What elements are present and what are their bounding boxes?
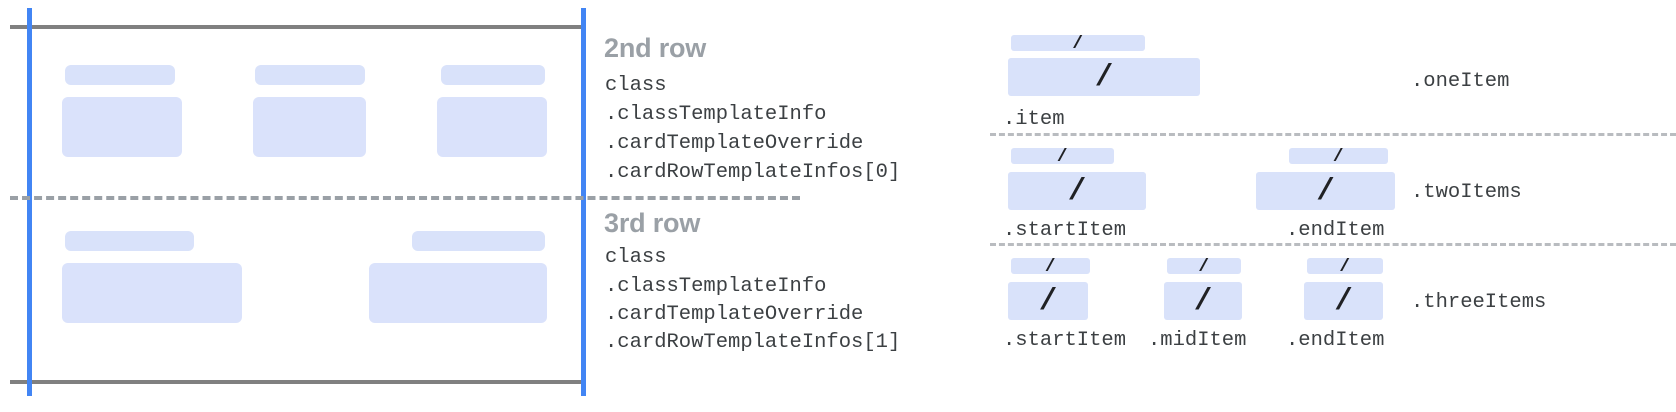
card-row-template-preview — [0, 0, 800, 412]
slot-label-placeholder: / — [1011, 35, 1145, 51]
card-label-placeholder — [65, 65, 175, 85]
card-label-placeholder — [412, 231, 545, 251]
band-type-label-two-items: .twoItems — [1411, 181, 1522, 204]
slot-label-placeholder: / — [1167, 258, 1241, 274]
annotation-title-3rd-row: 3rd row — [604, 208, 701, 238]
preview-row-divider — [10, 196, 800, 200]
annotation-title-2nd-row: 2nd row — [604, 33, 707, 63]
card-value-placeholder — [62, 97, 182, 157]
annotation-code-line: .cardTemplateOverride — [605, 303, 864, 326]
card-label-placeholder — [255, 65, 365, 85]
card-label-placeholder — [65, 231, 194, 251]
annotation-code-line: .classTemplateInfo — [605, 275, 827, 298]
slot-value-placeholder: / — [1256, 172, 1395, 210]
annotation-code-line: .cardTemplateOverride — [605, 132, 864, 155]
slot-value-placeholder: / — [1304, 282, 1383, 320]
card-value-placeholder — [437, 97, 547, 157]
slot-name-label: .startItem — [1003, 219, 1127, 242]
slot-label-placeholder: / — [1011, 148, 1114, 164]
band-divider — [990, 243, 1676, 246]
band-divider — [990, 133, 1676, 136]
card-value-placeholder — [369, 263, 547, 323]
slot-label-placeholder: / — [1011, 258, 1090, 274]
annotation-code-line: .cardRowTemplateInfos[0] — [605, 161, 901, 184]
band-type-label-three-items: .threeItems — [1411, 291, 1547, 314]
card-label-placeholder — [441, 65, 545, 85]
annotation-column: 2nd row class .classTemplateInfo .cardTe… — [604, 0, 1004, 412]
slot-value-placeholder: / — [1008, 172, 1146, 210]
slot-name-label: .midItem — [1148, 329, 1247, 352]
preview-right-guide — [581, 8, 586, 396]
preview-left-guide — [27, 8, 32, 396]
slot-name-label: .startItem — [1003, 329, 1127, 352]
card-value-placeholder — [253, 97, 366, 157]
band-type-label-one-item: .oneItem — [1411, 70, 1510, 93]
slot-label-placeholder: / — [1307, 258, 1383, 274]
annotation-code-line: class — [605, 246, 667, 269]
slot-label-placeholder: / — [1289, 148, 1388, 164]
slot-value-placeholder: / — [1008, 58, 1200, 96]
preview-top-rule — [10, 25, 586, 29]
annotation-code-line: .classTemplateInfo — [605, 103, 827, 126]
slot-name-label: .item — [1003, 108, 1065, 131]
slot-value-placeholder: / — [1164, 282, 1242, 320]
preview-bottom-rule — [10, 380, 586, 384]
slot-name-label: .endItem — [1286, 329, 1385, 352]
card-value-placeholder — [62, 263, 242, 323]
slot-value-placeholder: / — [1008, 282, 1088, 320]
annotation-code-line: .cardRowTemplateInfos[1] — [605, 331, 901, 354]
slot-name-label: .endItem — [1286, 219, 1385, 242]
annotation-code-line: class — [605, 74, 667, 97]
